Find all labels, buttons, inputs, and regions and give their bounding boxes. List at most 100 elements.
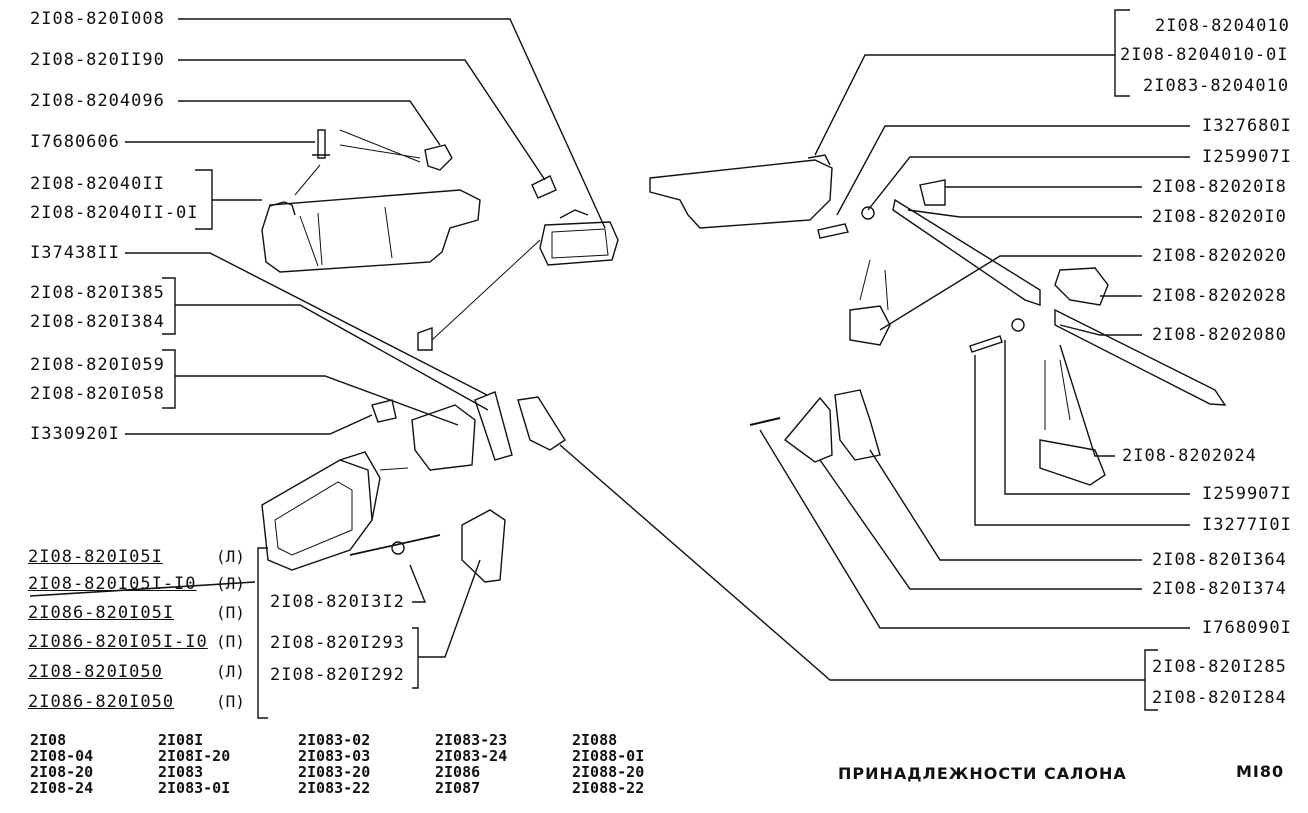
model-column: 2I083-02 2I083-03 2I083-20 2I083-22 [298,731,371,797]
label-part-820I385: 2I08-820I385 [30,283,165,303]
label-part-I327680I: I327680I [1202,116,1292,136]
label-part-I3277I0I: I3277I0I [1202,515,1292,535]
leader-line-I37438II [125,252,488,396]
model-column: 2I088 2I088-0I 2I088-20 2I088-22 [572,731,645,797]
mirror-list-side: (Л) [216,574,245,593]
bracket-820I059 [162,349,176,409]
label-part-820I284: 2I08-820I284 [1152,688,1287,708]
leader-line-8202080 [1059,324,1142,336]
leader-line-820I3I2 [409,564,427,603]
label-part-8202024: 2I08-8202024 [1122,446,1257,466]
screw-I768090I [749,417,781,426]
label-part-8202028: 2I08-8202028 [1152,286,1287,306]
bracket-8204010 [1114,9,1130,97]
label-part-I330920I: I330920I [30,424,120,444]
mirror-bracket [474,391,513,461]
mirror-list-side: (Л) [216,547,245,566]
leader-line-820I008 [178,18,606,229]
outside-mirror-housing [261,459,373,571]
leader-line-820II90 [178,59,546,181]
clip-8204096 [424,144,453,171]
label-part-2I083-8204010: 2I083-8204010 [1143,76,1290,96]
leader-line-820I285 [559,444,1145,681]
mirror-glass [274,481,353,556]
washer-I259907I [1011,318,1025,332]
cover-8202024 [1039,439,1106,486]
label-part-820I374: 2I08-820I374 [1152,579,1287,599]
label-part-8202020: 2I08-8202020 [1152,246,1287,266]
leader-line-I768090I [759,429,1190,629]
grab-handle-right [1054,308,1227,406]
mirror-mount-plate [411,404,476,471]
label-part-820I285: 2I08-820I285 [1152,657,1287,677]
leader-line-820I059 [175,375,459,426]
grab-handle-left [892,198,1041,306]
bracket-820I385 [162,277,176,335]
mirror-knob-820I293 [461,509,506,583]
leader-line-820I374 [819,459,1142,590]
leader-line-I330920I [125,414,373,435]
pad-820II90 [531,175,557,199]
mirror-list-code: 2I086-820I05I-I0 [28,632,208,652]
mirror-list-code: 2I08-820I050 [28,662,163,682]
handle-bracket-8202018 [919,179,946,206]
mirror-list-code: 2I08-820I05I [28,547,163,567]
label-part-82040II-0I: 2I08-82040II-0I [30,203,199,223]
leader-line-8202024 [1059,344,1115,457]
plug-I37438II [417,327,433,351]
leader-line-820I364 [869,449,1142,561]
handle-cap-8202020 [849,305,891,346]
trim-820I374 [783,396,833,463]
screw-right [817,223,849,239]
bracket-mirror-list [257,547,268,719]
label-part-I7680606: I7680606 [30,132,120,152]
mirror-list-side: (Л) [216,662,245,681]
leader-line-8202020 [879,255,1142,331]
mirror-list-code: 2I086-820I05I [28,603,175,623]
bracket-820I293 [412,627,419,689]
label-part-I37438II: I37438II [30,243,120,263]
visor-hinge [269,201,296,216]
label-part-8204010-0I: 2I08-8204010-0I [1120,45,1289,65]
strike-line [29,581,256,597]
label-part-820I384: 2I08-820I384 [30,312,165,332]
screw-I3277I0I [969,335,1003,353]
model-column: 2I08 2I08-04 2I08-20 2I08-24 [30,731,94,797]
trim-820I364 [834,389,881,461]
adjust-lever-820I3I2 [349,534,441,556]
mirror-list-code: 2I086-820I050 [28,692,175,712]
leader-line-I259907I-b [1004,340,1190,495]
leader-line-I3277I0I [974,355,1190,526]
model-column: 2I083-23 2I083-24 2I086 2I087 [435,731,508,797]
label-part-820I008: 2I08-820I008 [30,9,165,29]
label-part-8204096: 2I08-8204096 [30,91,165,111]
leader-line-820I293 [418,559,481,658]
label-part-82020I0: 2I08-82020I0 [1152,207,1287,227]
rear-view-mirror [539,221,619,266]
mirror-list-code: 2I08-820I05I-I0 [28,574,197,594]
model-column: 2I08I 2I08I-20 2I083 2I083-0I [158,731,231,797]
label-part-I768090I: I768090I [1202,618,1292,638]
mirror-cover-820I285 [517,396,566,451]
label-part-820I059: 2I08-820I059 [30,355,165,375]
label-part-8204010: 2I08-8204010 [1155,16,1290,36]
label-part-8202080: 2I08-8202080 [1152,325,1287,345]
mirror-list-side: (П) [216,632,245,651]
leader-line-8204096 [178,100,441,146]
leader-line-82020I0 [907,209,1142,218]
label-part-82040II: 2I08-82040II [30,174,165,194]
label-part-820I3I2: 2I08-820I3I2 [270,592,405,612]
screw-top [312,129,330,159]
handle-end-8202028 [1054,267,1109,306]
mirror-list-side: (П) [216,692,245,711]
label-part-I259907I: I259907I [1202,147,1292,167]
label-part-I259907I-b: I259907I [1202,484,1292,504]
label-part-820I293: 2I08-820I293 [270,633,405,653]
leader-line-I259907I [867,156,1190,211]
page-code: MI80 [1236,762,1285,781]
leader-line-820I385 [175,304,489,411]
label-part-820II90: 2I08-820II90 [30,50,165,70]
label-part-820I364: 2I08-820I364 [1152,550,1287,570]
